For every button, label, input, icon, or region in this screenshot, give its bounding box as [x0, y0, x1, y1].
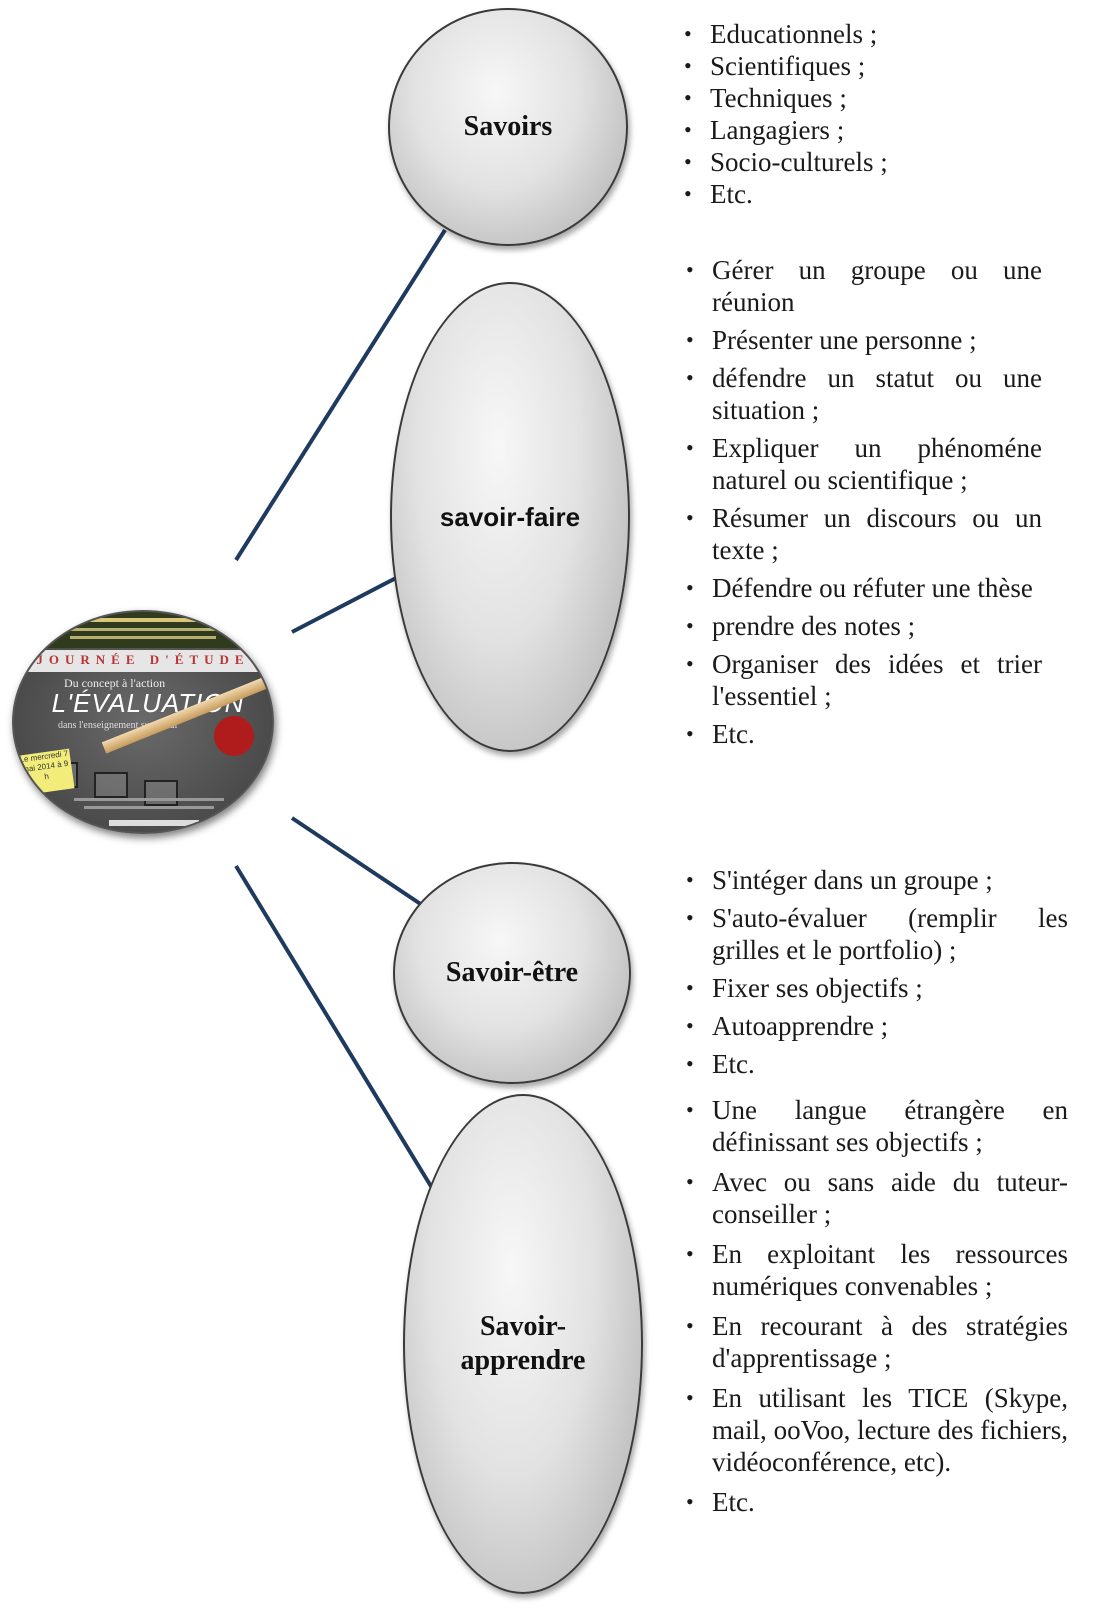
ellipse-label-savoirs: Savoirs	[463, 111, 553, 142]
list-item: Fixer ses objectifs ;	[684, 972, 1068, 1004]
list-item: Etc.	[684, 1486, 1068, 1518]
list-item: Présenter une personne ;	[684, 324, 1042, 356]
list-item: prendre des notes ;	[684, 610, 1042, 642]
ellipse-label-savoir-apprendre: Savoir- apprendre	[460, 1311, 586, 1376]
list-item: Expliquer un phénoméne naturel ou scient…	[684, 432, 1042, 496]
connector-savoir-faire	[291, 576, 397, 634]
list-item: Techniques ;	[682, 82, 1052, 114]
list-item: Organiser des idées et trier l'essentiel…	[684, 648, 1042, 712]
list-item: Une langue étrangère en définissant ses …	[684, 1094, 1068, 1158]
checkbox-graphic	[144, 780, 178, 806]
list-item: S'intéger dans un groupe ;	[684, 864, 1068, 896]
poster-band-text: JOURNÉE D'ÉTUDE	[36, 652, 250, 667]
connector-savoir-etre	[290, 816, 424, 907]
list-item: Gérer un groupe ou une réunion	[684, 254, 1042, 318]
ellipse-savoir-etre: Savoir-être	[393, 862, 631, 1084]
list-item: En exploitant les ressources numériques …	[684, 1238, 1068, 1302]
ellipse-label-savoir-faire: savoir-faire	[439, 502, 581, 532]
list-savoir-etre: S'intéger dans un groupe ; S'auto-évalue…	[684, 864, 1068, 1080]
list-item: Défendre ou réfuter une thèse	[684, 572, 1042, 604]
list-item: Etc.	[684, 718, 1042, 750]
list-item: Etc.	[684, 1048, 1068, 1080]
list-item: Socio-culturels ;	[682, 146, 1052, 178]
list-item: défendre un statut ou une situation ;	[684, 362, 1042, 426]
list-savoir-faire: Gérer un groupe ou une réunion Présenter…	[684, 254, 1042, 750]
poster-subtitle: Du concept à l'action	[64, 676, 166, 690]
checkbox-graphic	[94, 772, 128, 798]
list-item: Langagiers ;	[682, 114, 1052, 146]
list-item: Avec ou sans aide du tuteur-conseiller ;	[684, 1166, 1068, 1230]
list-savoir-apprendre: Une langue étrangère en définissant ses …	[684, 1094, 1068, 1518]
list-item: Etc.	[682, 178, 1052, 210]
list-item: Résumer un discours ou un texte ;	[684, 502, 1042, 566]
list-item: S'auto-évaluer (remplir les grilles et l…	[684, 902, 1068, 966]
evaluation-poster-image: JOURNÉE D'ÉTUDE Du concept à l'action L'…	[12, 610, 274, 834]
list-item: En utilisant les TICE (Skype, mail, ooVo…	[684, 1382, 1068, 1478]
ellipse-savoir-apprendre: Savoir- apprendre	[403, 1094, 643, 1594]
red-flower-decoration	[214, 716, 254, 756]
list-item: Scientifiques ;	[682, 50, 1052, 82]
list-item: En recourant à des stratégies d'apprenti…	[684, 1310, 1068, 1374]
list-savoirs: Educationnels ; Scientifiques ; Techniqu…	[682, 18, 1052, 210]
poster-date-note: Le mercredi 7 mai 2014 à 9 h	[17, 748, 75, 796]
ellipse-savoir-faire: savoir-faire	[390, 282, 630, 752]
list-item: Autoapprendre ;	[684, 1010, 1068, 1042]
connector-savoirs	[234, 228, 447, 562]
list-item: Educationnels ;	[682, 18, 1052, 50]
ellipse-savoirs: Savoirs	[388, 8, 628, 246]
connector-savoir-apprendre	[234, 864, 434, 1190]
ellipse-label-savoir-etre: Savoir-être	[445, 957, 579, 988]
poster-tagline: dans l'enseignement supérieur	[58, 720, 179, 731]
